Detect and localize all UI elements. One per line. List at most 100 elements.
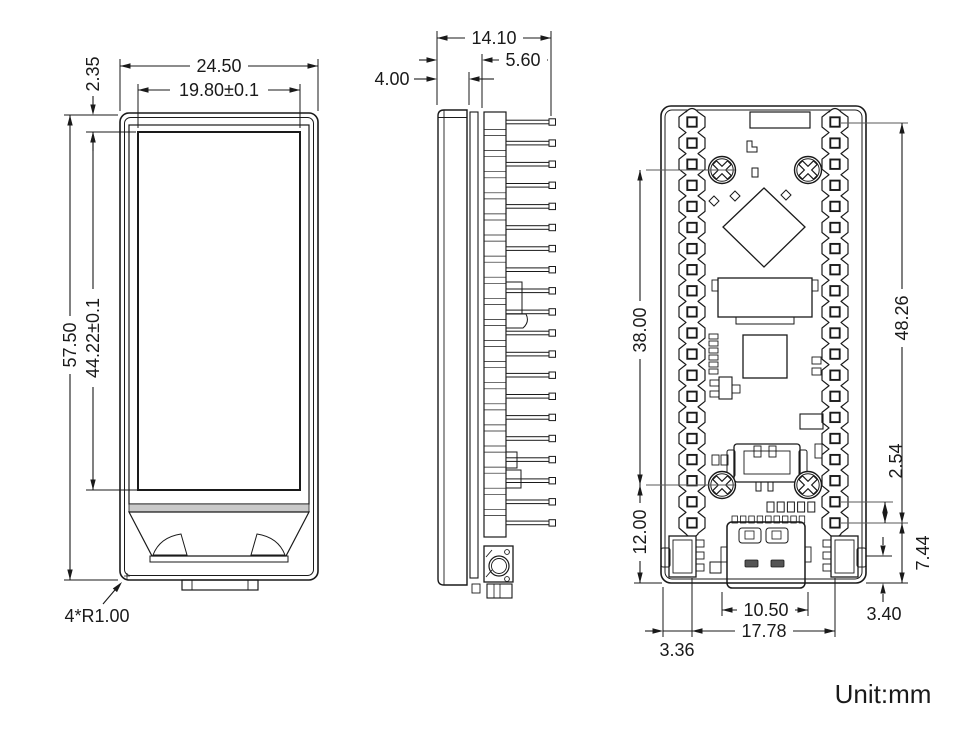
dimension-label: 44.22±0.1: [83, 298, 103, 378]
dimension-label: 3.40: [866, 604, 901, 624]
dimension-arrow: [797, 607, 808, 613]
pin-tip: [548, 266, 556, 274]
pin-tip: [548, 308, 556, 316]
component-side: [505, 451, 518, 469]
resistor: [708, 354, 719, 361]
dimension-arrow: [652, 628, 663, 634]
dimension-arrow: [692, 628, 703, 634]
power-switch-tab: [731, 384, 741, 394]
pin-pad: [686, 116, 698, 128]
pin: [505, 372, 550, 378]
bottom-tab: [181, 579, 259, 591]
usb-c-pin: [740, 515, 747, 524]
pin-tip: [548, 160, 556, 168]
dimension-label: 48.26: [892, 295, 912, 340]
dimension-label: 4*R1.00: [64, 606, 129, 626]
pin-tip: [548, 392, 556, 401]
pin-tip: [548, 287, 556, 295]
usb-c-pin: [731, 515, 738, 524]
dimension-label: 19.80±0.1: [179, 80, 259, 100]
pin-pad: [829, 158, 841, 170]
pin-pad: [686, 475, 698, 487]
battery-connector-pin-hole: [504, 576, 510, 582]
usb-c-contact: [770, 559, 785, 568]
pin: [505, 394, 550, 399]
pin-pad: [829, 179, 841, 191]
pin-pads: [686, 116, 841, 529]
battery-connector-pin: [767, 481, 774, 492]
dimension-arrow: [899, 512, 905, 523]
pin-pad: [686, 453, 698, 466]
pin-pad: [686, 179, 698, 191]
pin-pad: [829, 327, 841, 339]
test-pad: [797, 501, 806, 513]
battery-connector-contact: [768, 445, 777, 458]
pin: [505, 330, 550, 336]
display-bar: [128, 503, 310, 513]
dimension-arrow: [824, 628, 835, 634]
pin-pad: [829, 285, 841, 297]
fpc-connector-ear: [711, 279, 719, 292]
usb-c-pin: [748, 515, 755, 524]
resistor: [708, 333, 719, 340]
pin-pad: [829, 432, 841, 445]
unit-label: Unit:mm: [835, 679, 932, 709]
dimension-arrow: [469, 76, 480, 82]
pin: [505, 119, 550, 125]
display-glass: [128, 124, 310, 505]
dimension-arrow: [426, 57, 437, 63]
pin: [505, 183, 550, 188]
pin-tip: [548, 477, 556, 485]
back-view: [660, 105, 867, 589]
battery-connector-slot: [743, 450, 791, 475]
dimension-arrow: [90, 479, 96, 490]
pin-pad: [686, 264, 698, 276]
pin-pad: [686, 517, 698, 529]
button-tab: [822, 563, 832, 572]
pin: [505, 204, 550, 209]
screw-holes: [707, 155, 823, 500]
dimension-arrow: [437, 35, 448, 41]
dimension-label: 14.10: [471, 28, 516, 48]
dimension-arrow: [112, 582, 122, 593]
pin-pad: [829, 200, 841, 213]
component-side: [505, 469, 522, 489]
component: [814, 443, 823, 459]
pin-tip: [548, 350, 556, 358]
button-tab: [695, 563, 705, 572]
pin-tip: [548, 202, 556, 211]
test-pad: [776, 501, 785, 513]
power-switch-tab: [709, 390, 720, 398]
dimension-arrow: [540, 35, 551, 41]
pin-pad: [686, 158, 698, 170]
screw-hole-icon: [793, 155, 823, 185]
dimension-label-bg: [60, 316, 80, 374]
dimension-arrow: [880, 583, 886, 594]
dimension-label-bg: [630, 301, 650, 359]
pin-pad: [686, 221, 698, 234]
pin-pad: [829, 242, 841, 255]
pin-pad: [829, 348, 841, 360]
pin-pad: [686, 432, 698, 445]
pin-pad: [829, 137, 841, 149]
pin-pad: [686, 390, 698, 402]
dimension-label: 3.36: [659, 640, 694, 660]
resistor: [708, 368, 719, 375]
battery-connector-contact: [753, 445, 762, 458]
pin: [505, 246, 550, 251]
dimension-label: 2.54: [886, 443, 906, 478]
resistor: [708, 347, 719, 354]
dimension-arrow: [899, 523, 905, 534]
dimension-arrow: [67, 115, 73, 126]
pin: [505, 225, 550, 230]
side-view: [437, 109, 556, 599]
dimension-arrow: [482, 57, 493, 63]
usb-c-pins: [731, 515, 806, 524]
dimension-label-bg: [630, 503, 650, 561]
dimension-label: 5.60: [505, 50, 540, 70]
button-tab: [695, 551, 705, 560]
pin-tip: [548, 181, 556, 190]
pin-pad: [829, 475, 841, 487]
component-diamond-small: [780, 189, 792, 201]
